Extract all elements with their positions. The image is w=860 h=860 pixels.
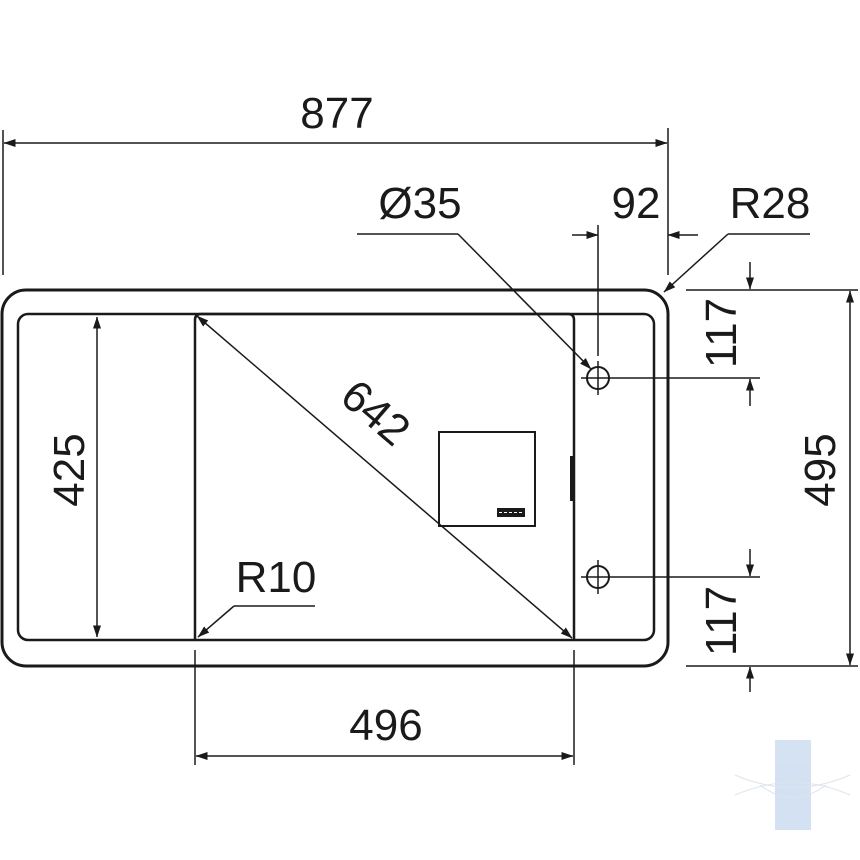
bowl-edge-tab [570,456,574,501]
bowl-depth-label: 425 [45,433,94,506]
dimension-hole-diameter: Ø35 [357,179,592,370]
dimension-bowl-depth: 425 [45,316,101,638]
hole-inset-label: 92 [612,179,661,228]
overall-depth-label: 495 [796,433,845,506]
hole-offset-top-label: 117 [697,298,746,368]
inner-radius-label: R10 [236,553,317,602]
hole-offset-bottom-label: 117 [697,586,746,656]
sink-inner-rim [16,312,656,642]
dimension-overall-depth: 495 [686,289,858,667]
bowl-outline [193,312,576,640]
dimension-overall-width: 877 [2,89,669,275]
dimension-outer-radius: R28 [663,179,811,293]
drain-accessory [438,431,536,527]
dimension-hole-inset: 92 [572,179,698,356]
watermark-logo [734,740,851,830]
tap-hole-top [581,361,760,395]
outer-radius-label: R28 [730,179,811,228]
hole-diameter-label: Ø35 [378,179,461,228]
tap-hole-bottom [581,560,760,594]
dimension-bowl-width: 496 [194,650,575,765]
dimension-hole-offset-bottom: 117 [697,549,754,692]
bowl-width-label: 496 [349,701,422,750]
dimension-hole-offset-top: 117 [697,262,754,406]
sink-outer-outline [0,288,670,668]
dimension-inner-radius: R10 [197,553,317,638]
overall-width-label: 877 [300,89,373,138]
